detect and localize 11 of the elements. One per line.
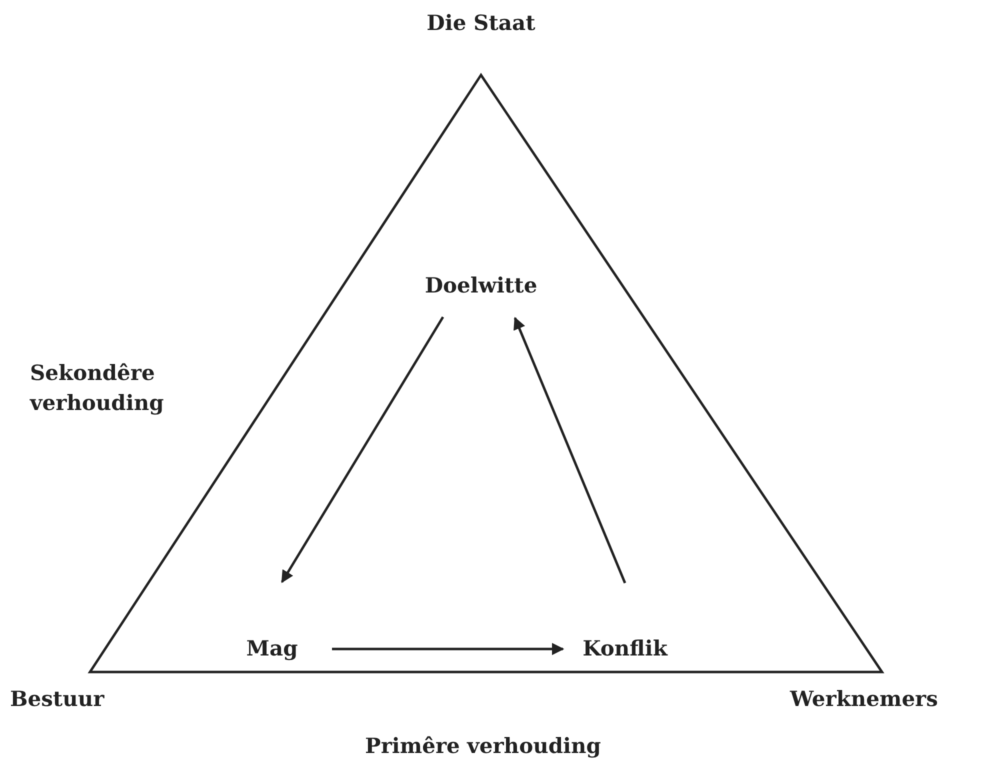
text-label: Die Staat — [426, 9, 536, 37]
node-label: Mag — [246, 636, 298, 660]
text-label: Bestuur — [10, 685, 104, 713]
node-label: Doelwitte — [424, 272, 538, 298]
text-label: Werknemers — [790, 685, 938, 713]
arrow — [280, 316, 444, 584]
arrow — [514, 316, 626, 584]
arrow — [332, 642, 564, 656]
node-label: Konflik — [582, 636, 668, 660]
text-label: Sekondêre verhouding — [30, 359, 165, 418]
text-label: Primêre verhouding — [365, 732, 601, 760]
